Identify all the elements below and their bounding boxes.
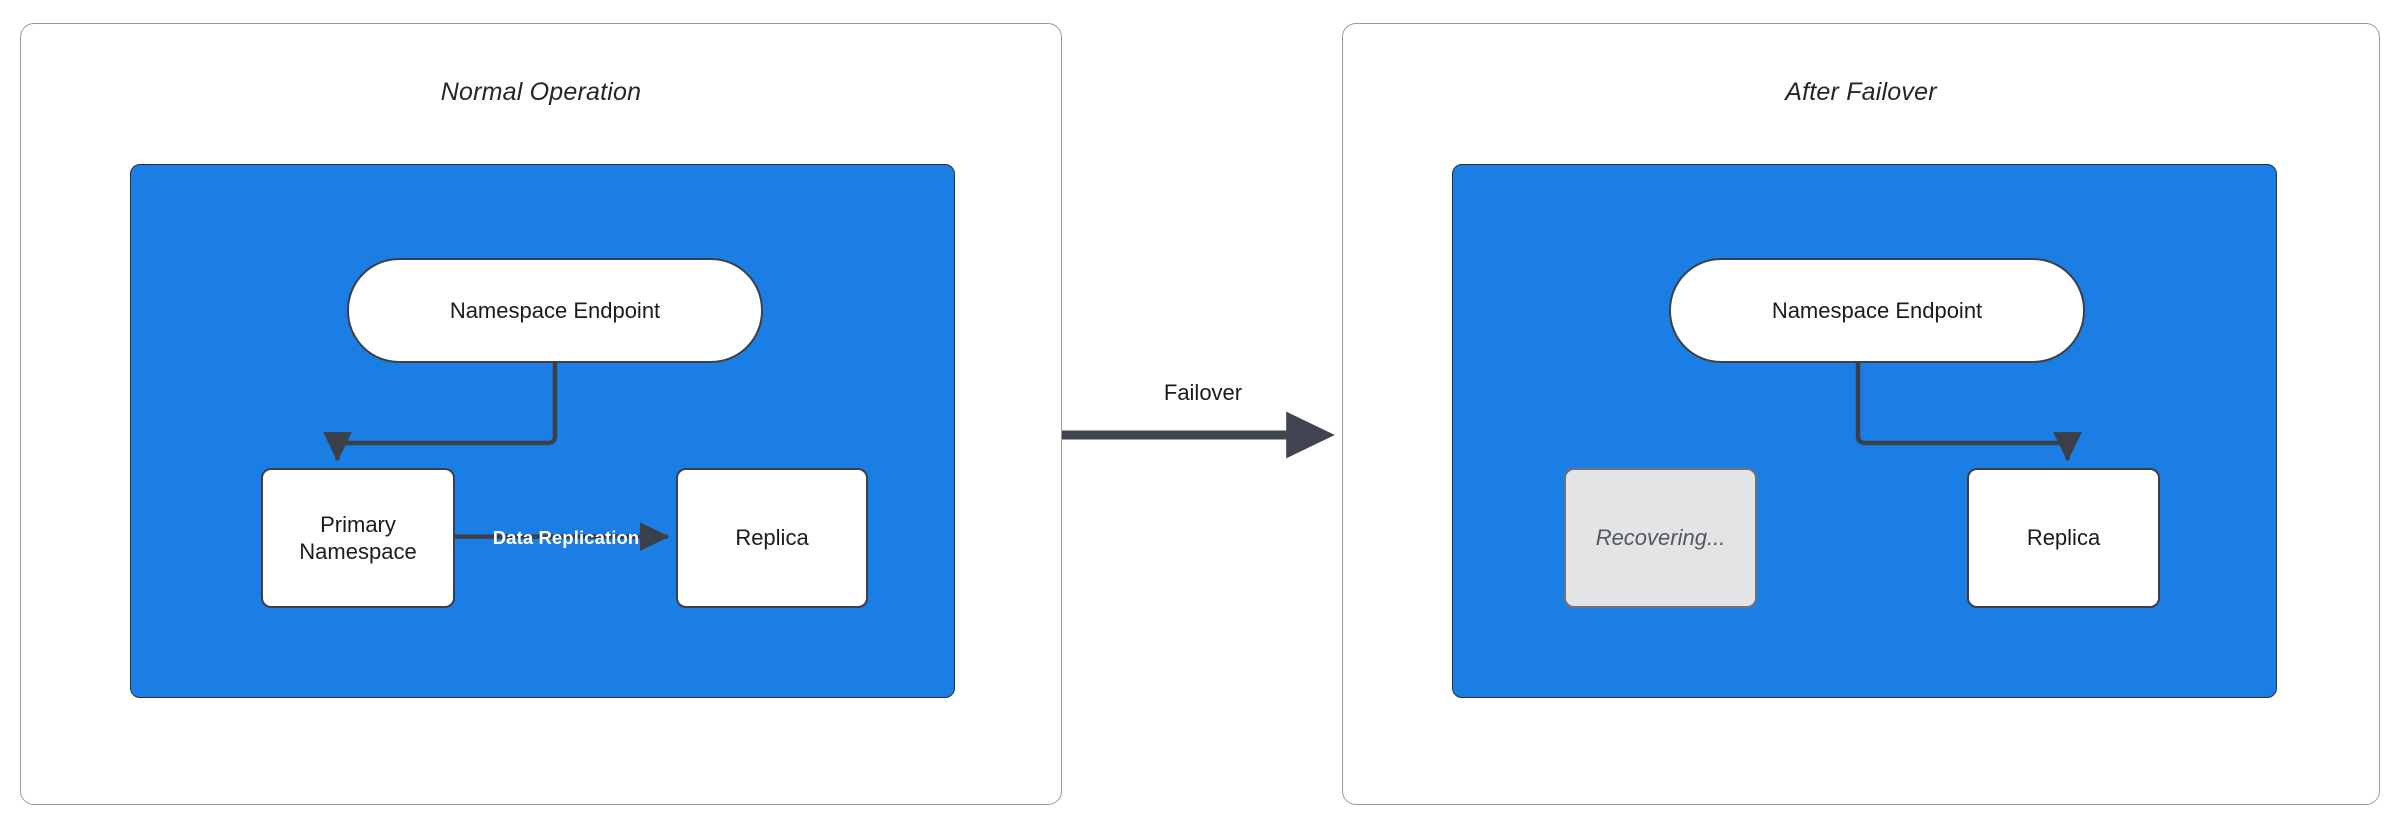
node-primary-namespace[interactable]: Primary Namespace [261, 468, 455, 608]
edge-label-data-replication: Data Replication [492, 527, 640, 548]
panel-title-normal-operation: Normal Operation [440, 78, 642, 106]
panel-normal-operation: Normal Operation Namespace Endpoint Prim… [20, 23, 1062, 805]
node-replica-normal[interactable]: Replica [676, 468, 868, 608]
panel-title-after-failover: After Failover [1785, 78, 1937, 106]
node-replica-failover[interactable]: Replica [1967, 468, 2160, 608]
edge-endpoint-to-primary [323, 362, 558, 462]
node-namespace-endpoint-failover[interactable]: Namespace Endpoint [1669, 258, 2085, 363]
region-zone-normal: Namespace Endpoint Primary Namespace Rep… [130, 164, 955, 698]
edge-endpoint-to-replica [1855, 362, 2082, 462]
edge-layer-failover [1855, 362, 2082, 462]
panel-after-failover: After Failover Namespace Endpoint Recove… [1342, 23, 2380, 805]
transition-label-failover: Failover [1163, 380, 1243, 405]
node-recovering[interactable]: Recovering... [1564, 468, 1757, 608]
region-zone-failover: Namespace Endpoint Recovering... Replica [1452, 164, 2277, 698]
transition-failover: Failover [1062, 380, 1344, 490]
node-namespace-endpoint-normal[interactable]: Namespace Endpoint [347, 258, 763, 363]
edge-layer-normal [323, 362, 670, 551]
